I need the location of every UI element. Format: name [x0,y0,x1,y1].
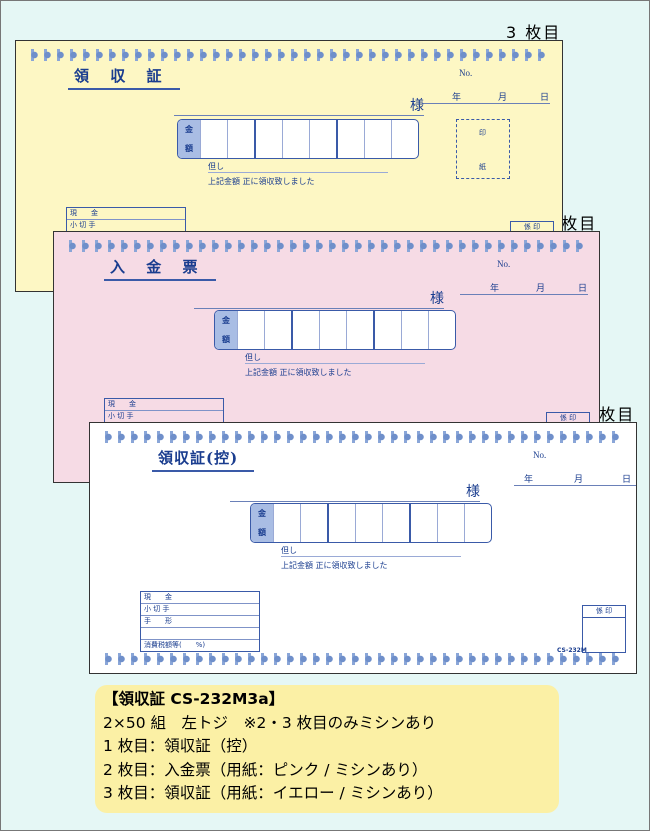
deposit-title: 入 金 票 [104,256,216,281]
received-statement: 上記金額 正に領収致しました [245,368,352,377]
date-line: 年 月 日 [460,284,588,309]
month-label: 月 [498,93,508,103]
addressee-line: 様 [174,95,424,116]
received-statement: 上記金額 正に領収致しました [281,561,388,570]
payment-method-table: 現 金小 切 手手 形消費税額等( %) [140,591,260,652]
product-spec-line: 2×50 組 左トジ ※2・3 枚目のみミシンあり [103,713,437,732]
clerk-seal-box: 係 印 [582,605,626,653]
addressee-line: 様 [194,288,444,309]
year-label: 年 [452,93,462,103]
day-label: 日 [540,93,550,103]
decorative-border-bottom [102,653,624,665]
sheet3-description: 3 枚目：領収証（用紙：イエロー / ミシンあり） [103,784,443,802]
sheet3-label: 3 枚目 [506,23,562,42]
amount-box: 金額 [250,503,492,543]
decorative-border-top [66,240,587,252]
decorative-border-top [28,49,550,61]
receipt-copy-title: 領収証(控) [152,447,254,472]
revenue-stamp-box: 印 紙 [456,119,510,179]
proviso-line: 但し [245,352,425,364]
amount-box: 金額 [214,310,456,350]
addressee-line: 様 [230,481,480,502]
decorative-border-top [102,431,624,443]
sheet1-description: 1 枚目：領収証（控） [103,737,258,755]
proviso-line: 但し [208,161,388,173]
product-code: CS-232M [557,647,587,654]
number-label: No. [459,68,473,78]
amount-box: 金額 [177,119,419,159]
product-info-box: 【領収証 CS-232M3a】 2×50 組 左トジ ※2・3 枚目のみミシンあ… [95,685,559,813]
proviso-line: 但し [281,545,461,557]
date-line: 年 月 日 [422,93,550,118]
product-heading: 【領収証 CS-232M3a】 [103,690,285,708]
sheet-1-receipt-copy: 領収証(控) No. 年 月 日 様 金額 但し 上記金額 正に領収致しました … [89,422,637,674]
amount-label: 金額 [178,120,200,158]
date-line: 年 月 日 [514,475,636,500]
number-label: No. [533,450,547,460]
received-statement: 上記金額 正に領収致しました [208,177,315,186]
receipt-title: 領 収 証 [68,65,180,90]
number-label: No. [497,259,511,269]
sheet2-description: 2 枚目：入金票（用紙：ピンク / ミシンあり） [103,760,428,779]
